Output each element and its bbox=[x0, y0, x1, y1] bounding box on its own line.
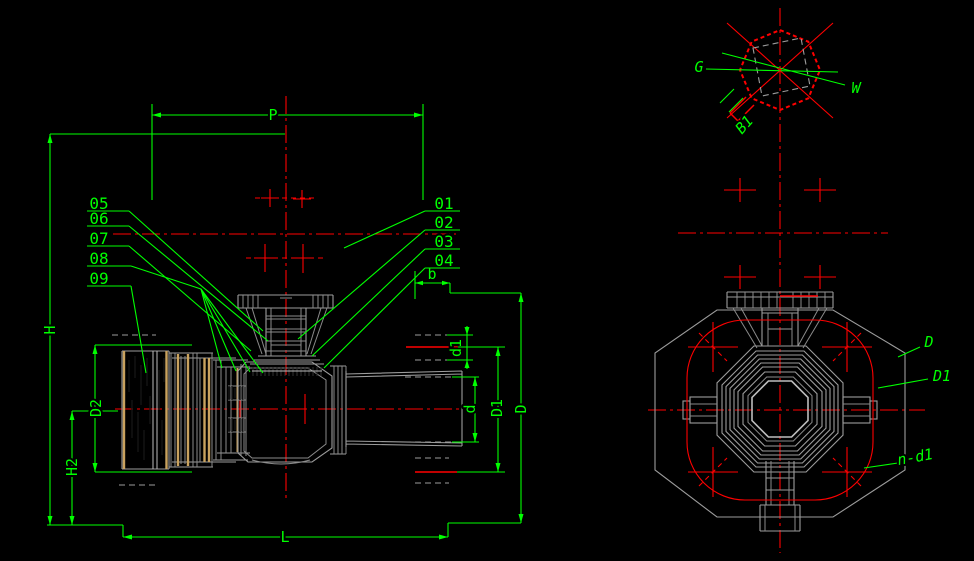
dim-label-H2: H2 bbox=[63, 458, 81, 476]
handle-top-view: G W B1 bbox=[692, 22, 864, 139]
dim-label-P: P bbox=[268, 106, 277, 124]
callout-01: 01 bbox=[434, 194, 453, 213]
callout-02: 02 bbox=[434, 213, 453, 232]
dim-label-W: W bbox=[851, 79, 862, 97]
bore-octagon bbox=[751, 380, 809, 438]
callout-03: 03 bbox=[434, 232, 453, 251]
dim-label-end-D1: D1 bbox=[932, 367, 951, 385]
dim-label-D2: D2 bbox=[87, 399, 105, 417]
dim-label-B1: B1 bbox=[732, 112, 757, 137]
dim-label-D: D bbox=[512, 404, 530, 413]
callout-07: 07 bbox=[89, 229, 108, 248]
bolt-circle bbox=[686, 319, 874, 501]
end-view: D D1 n-d1 bbox=[648, 8, 953, 553]
callout-08: 08 bbox=[89, 249, 108, 268]
callout-05: 05 bbox=[89, 194, 108, 213]
front-view-body-geometry bbox=[112, 294, 463, 486]
dim-label-H: H bbox=[41, 325, 59, 334]
dim-label-end-D: D bbox=[923, 333, 933, 351]
end-view-bolt-circle bbox=[686, 295, 874, 501]
dim-label-D1: D1 bbox=[488, 399, 506, 417]
dim-label-d: d bbox=[461, 404, 479, 413]
dim-label-d1: d1 bbox=[447, 339, 465, 357]
front-view-dimensions: P H H2 D2 L b bbox=[39, 104, 532, 548]
end-view-centerlines bbox=[648, 8, 925, 553]
dim-label-L: L bbox=[280, 528, 289, 546]
flange-outline bbox=[654, 309, 906, 518]
callout-06: 06 bbox=[89, 209, 108, 228]
front-view: P H H2 D2 L b bbox=[39, 96, 532, 548]
callout-09: 09 bbox=[89, 269, 108, 288]
end-view-body-geometry bbox=[654, 291, 906, 532]
dim-label-n-d1: n-d1 bbox=[896, 445, 935, 469]
square-drive-hidden bbox=[752, 37, 811, 97]
dim-label-G: G bbox=[694, 58, 703, 76]
callout-04: 04 bbox=[434, 251, 453, 270]
front-view-callouts: 05 06 07 08 09 01 02 03 04 bbox=[87, 192, 460, 374]
